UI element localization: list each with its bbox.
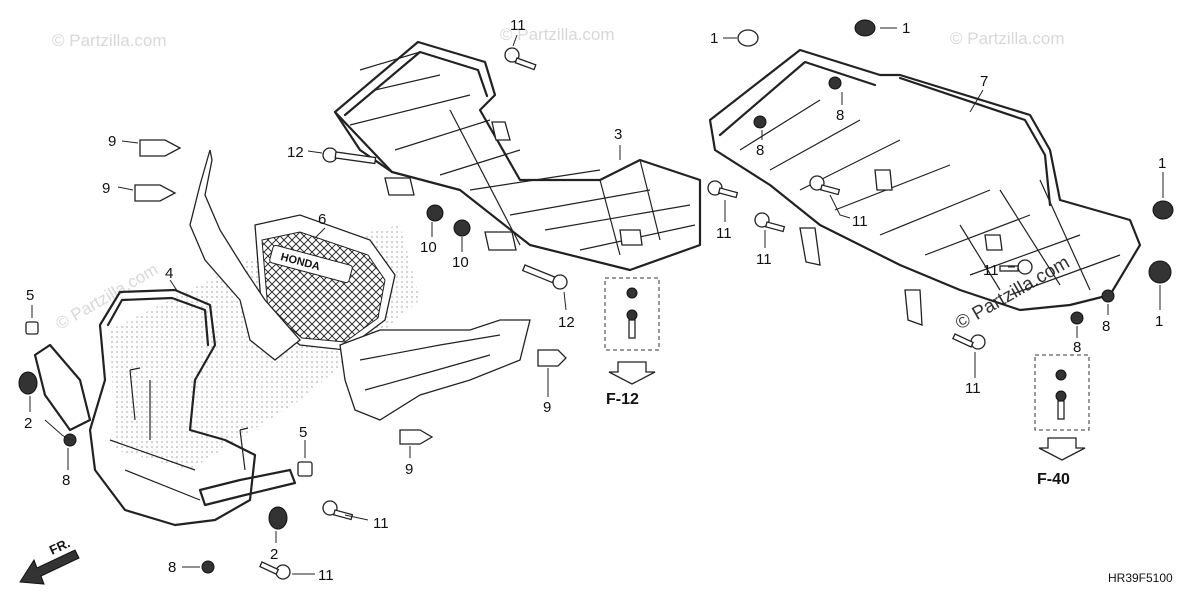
nut-8e — [1101, 289, 1115, 303]
callout-11: 11 — [983, 262, 999, 279]
watermark-top-left: © Partzilla.com — [52, 31, 167, 50]
callout-11: 11 — [716, 225, 732, 242]
callout-9: 9 — [108, 133, 116, 150]
callout-2: 2 — [270, 546, 278, 563]
rubber-1a — [737, 29, 759, 47]
front-carrier — [333, 40, 702, 272]
callout-8: 8 — [1073, 339, 1081, 356]
collar-10b — [453, 219, 471, 237]
arrow-f12 — [608, 361, 656, 385]
callout-9: 9 — [102, 180, 110, 197]
front-guard — [33, 288, 297, 527]
callout-12: 12 — [558, 314, 575, 331]
rear-carrier — [708, 48, 1142, 326]
callout-1: 1 — [1158, 155, 1166, 172]
callout-6: 6 — [318, 211, 326, 228]
rubber-1d — [1148, 260, 1172, 284]
callout-1: 1 — [902, 20, 910, 37]
bolt-11e — [1017, 259, 1033, 275]
callout-12: 12 — [287, 144, 304, 161]
ref-f40: F-40 — [1037, 471, 1070, 488]
callout-9: 9 — [543, 399, 551, 416]
callout-8: 8 — [168, 559, 176, 576]
bolt-11g — [322, 500, 338, 516]
callout-3: 3 — [614, 126, 622, 143]
callout-1: 1 — [1155, 313, 1163, 330]
callout-8: 8 — [1102, 318, 1110, 335]
nut-8c — [828, 76, 842, 90]
clip-9d — [399, 429, 434, 445]
callout-8: 8 — [836, 107, 844, 124]
callout-10: 10 — [420, 239, 437, 256]
arrow-f40 — [1038, 437, 1086, 461]
ref-box-f40: F-40 — [1034, 354, 1090, 488]
front-arrow-icon — [19, 549, 80, 585]
leader-lines — [29, 27, 1164, 575]
bolt-11d — [754, 212, 770, 228]
nut-8d — [753, 115, 767, 129]
front-direction-indicator: FR. — [19, 535, 80, 585]
callout-8: 8 — [756, 142, 764, 159]
callout-1: 1 — [710, 30, 718, 47]
bolt-11c — [809, 175, 825, 191]
collar-5a — [25, 321, 39, 335]
watermark-top-right: © Partzilla.com — [950, 29, 1065, 48]
callout-7: 7 — [980, 73, 988, 90]
watermark-top-center: © Partzilla.com — [500, 25, 615, 44]
callout-11: 11 — [510, 17, 526, 34]
bolt-12a — [322, 147, 338, 163]
clip-9b — [134, 184, 177, 202]
ref-box-f12: F-12 — [604, 277, 660, 408]
callout-9: 9 — [405, 461, 413, 478]
callout-11: 11 — [318, 567, 334, 584]
collar-5b — [297, 461, 313, 477]
diagram-code: HR39F5100 — [1108, 571, 1173, 585]
bolt-11a — [504, 47, 520, 63]
callout-10: 10 — [452, 254, 469, 271]
callout-5: 5 — [299, 424, 307, 441]
rubber-1c — [1152, 200, 1174, 220]
collar-10a — [426, 204, 444, 222]
nut-8f — [1070, 311, 1084, 325]
ref-f12: F-12 — [606, 391, 639, 408]
nut-8b — [201, 560, 215, 574]
rubber-2b — [268, 506, 288, 530]
front-fender-panels — [189, 149, 531, 421]
callout-2: 2 — [24, 415, 32, 432]
clip-9c — [537, 349, 567, 367]
callout-labels: 1 1 1 1 2 2 3 4 5 5 6 7 8 8 8 8 8 8 9 9 … — [24, 17, 1166, 584]
callout-11: 11 — [852, 213, 868, 230]
callout-11: 11 — [373, 515, 389, 532]
front-grille: HONDA — [254, 214, 396, 351]
callout-4: 4 — [165, 265, 173, 282]
callout-5: 5 — [26, 287, 34, 304]
bolt-11h — [275, 564, 291, 580]
small-parts — [18, 19, 1174, 580]
callout-8: 8 — [62, 472, 70, 489]
rubber-1b — [854, 19, 876, 37]
callout-11: 11 — [756, 251, 772, 268]
callout-11: 11 — [965, 380, 981, 397]
clip-9a — [139, 139, 182, 157]
rubber-2a — [18, 371, 38, 395]
